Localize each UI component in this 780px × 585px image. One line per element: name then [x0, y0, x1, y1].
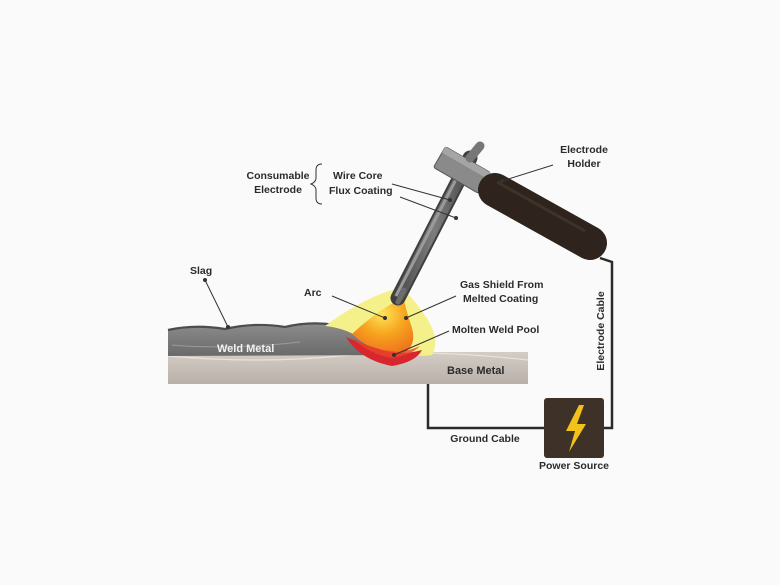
- weld-metal: [167, 322, 400, 356]
- consumable-electrode-brace: [309, 163, 323, 205]
- electrode-cable-label: Electrode Cable: [595, 291, 607, 371]
- arc: [352, 300, 414, 356]
- electrode-cable: [599, 256, 614, 430]
- leader-lines: [203, 164, 554, 357]
- gas-shield-label-line1: Gas Shield From: [460, 279, 543, 291]
- power-source: [544, 398, 604, 458]
- consumable-electrode-label-line2: Electrode: [254, 184, 302, 196]
- wire-core-label: Wire Core: [333, 170, 383, 182]
- consumable-electrode-label-line1: Consumable: [246, 170, 309, 182]
- electrode-holder-label-line2: Holder: [567, 158, 600, 170]
- electrode-holder: [478, 173, 607, 260]
- arc-label: Arc: [304, 287, 322, 299]
- base-metal-label: Base Metal: [447, 365, 504, 377]
- ground-cable-label: Ground Cable: [450, 433, 520, 445]
- molten-weld-pool-label: Molten Weld Pool: [452, 324, 539, 336]
- ground-cable: [426, 384, 544, 430]
- flux-coating-label: Flux Coating: [329, 185, 393, 197]
- base-metal: [167, 352, 529, 384]
- gas-shield-label-line2: Melted Coating: [463, 293, 538, 305]
- slag-label: Slag: [190, 265, 212, 277]
- lightning-bolt-icon: [566, 405, 586, 452]
- power-source-label: Power Source: [539, 460, 609, 472]
- electrode-holder-label-line1: Electrode: [560, 144, 608, 156]
- weld-metal-label: Weld Metal: [217, 343, 274, 355]
